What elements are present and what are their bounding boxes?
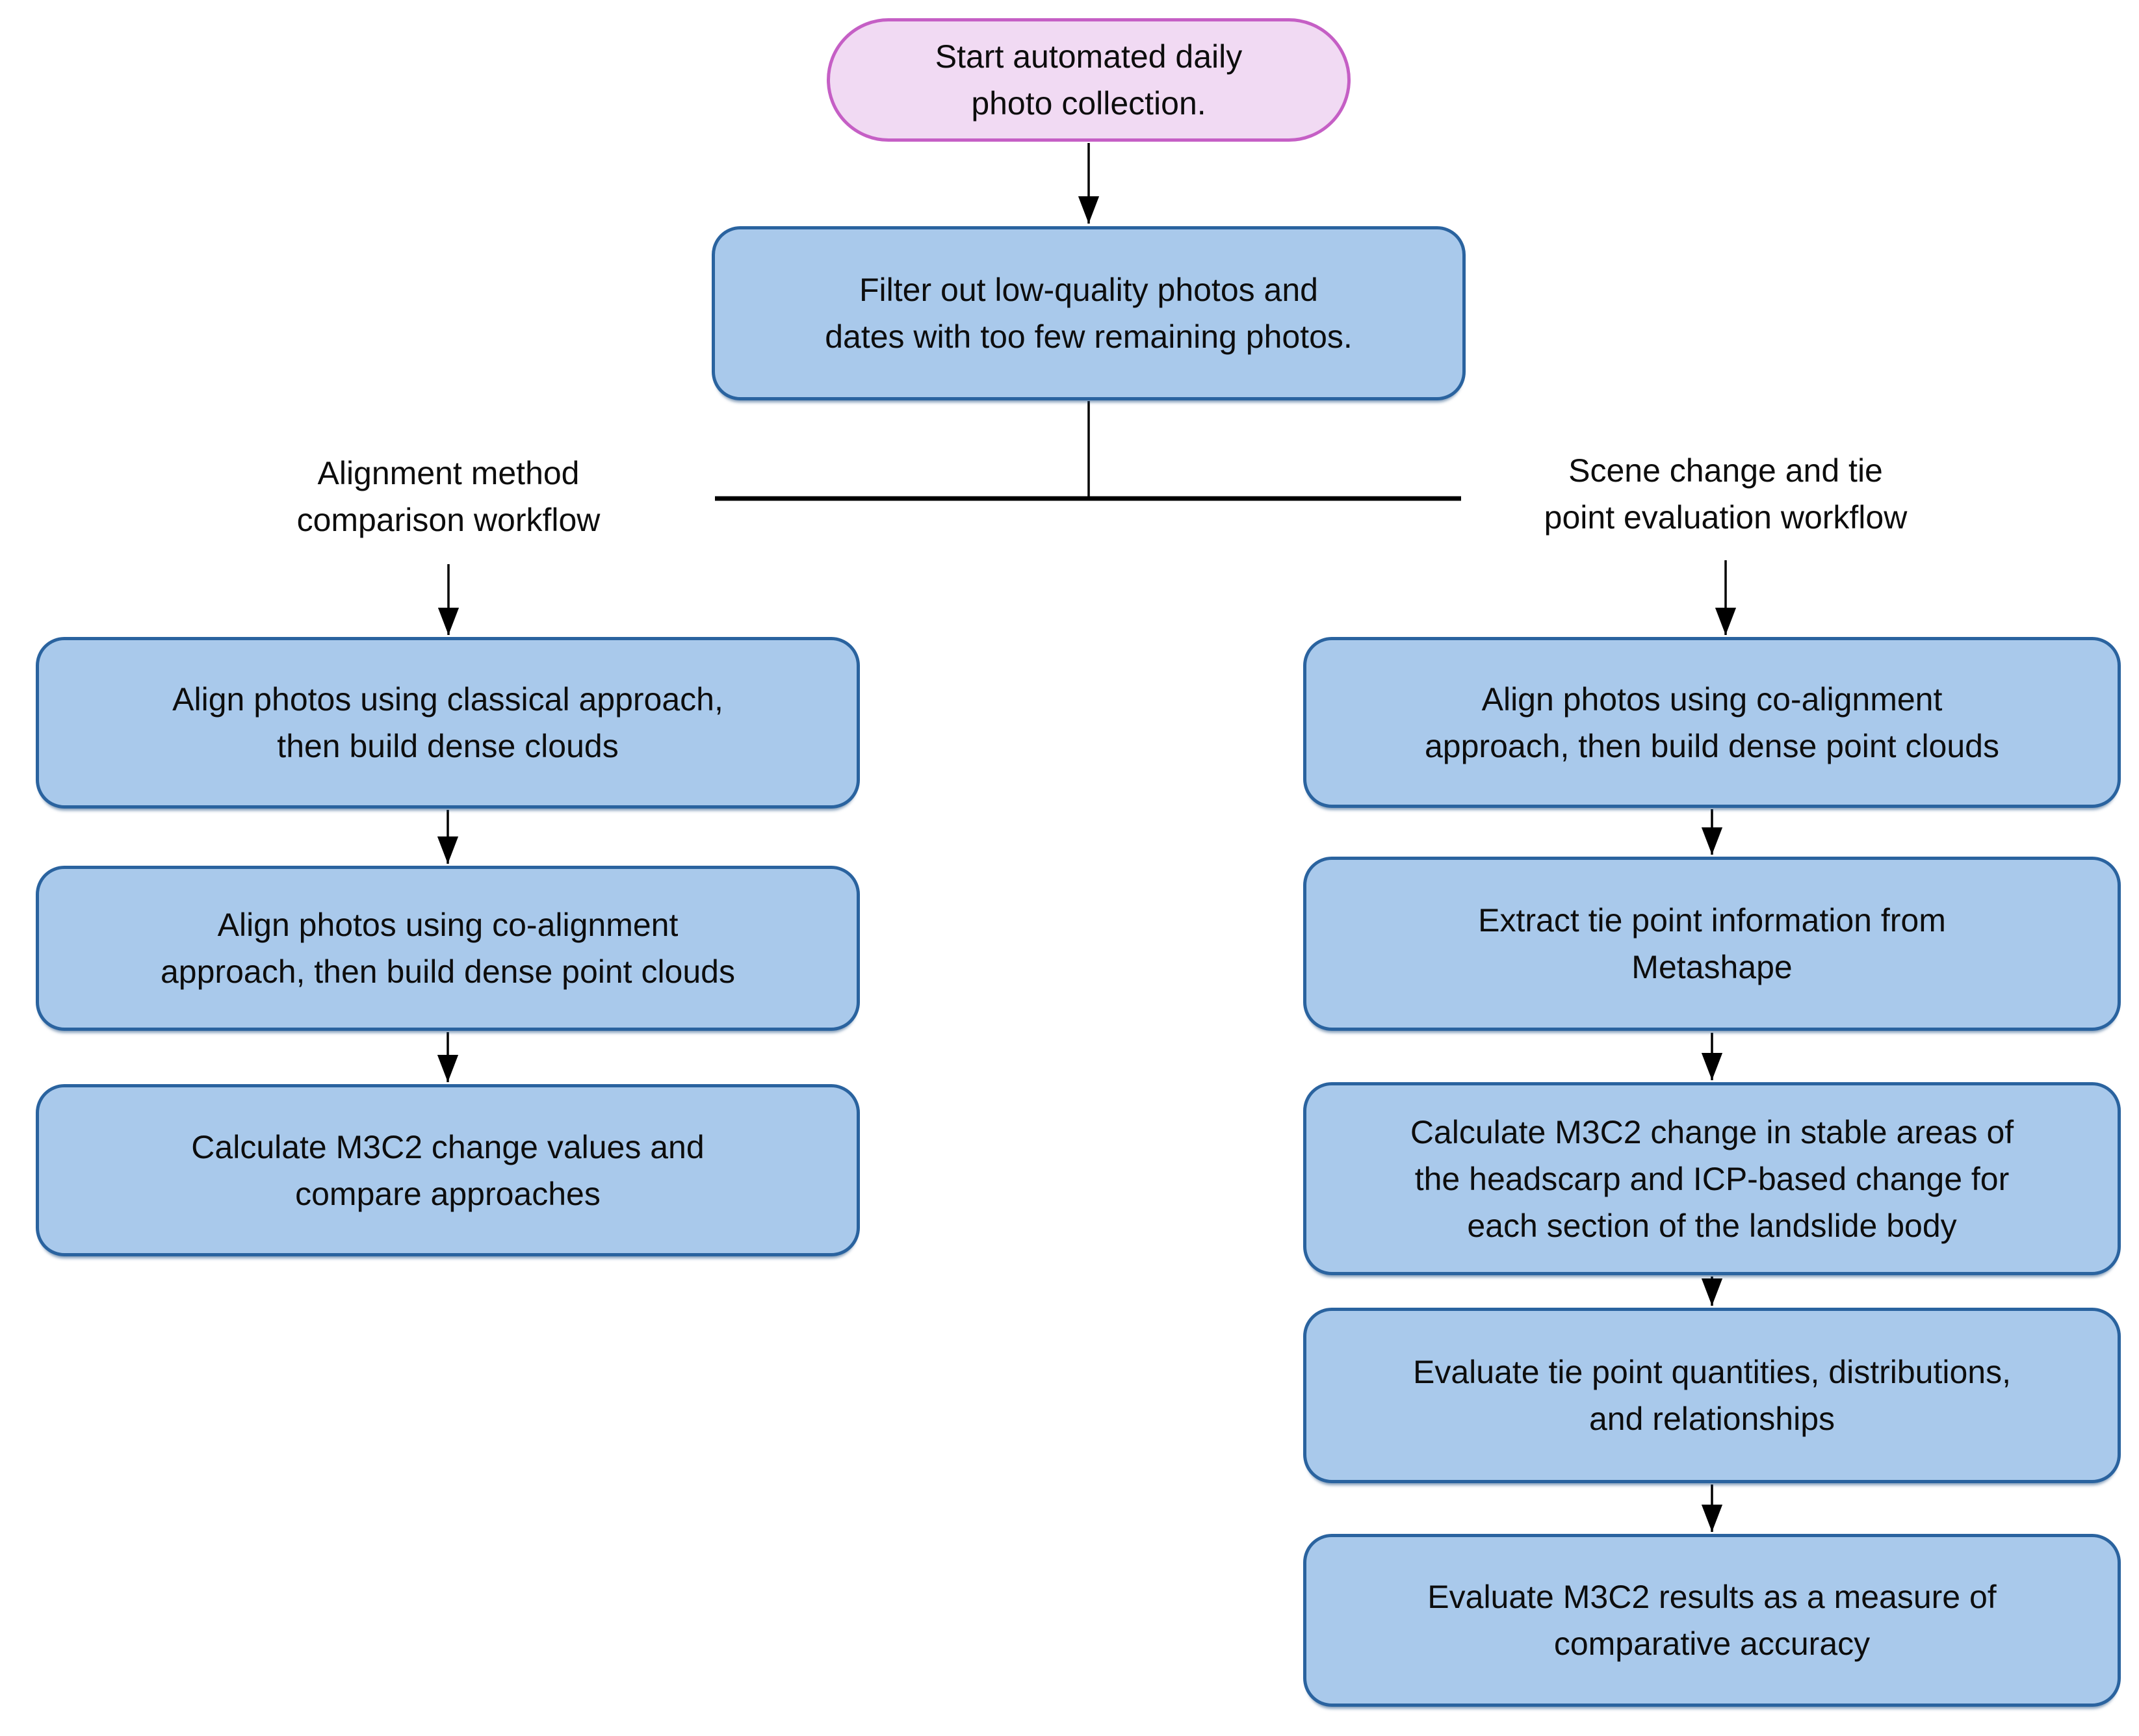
left-branch-label: Alignment method comparison workflow <box>296 455 601 538</box>
right-branch-label: Scene change and tie point evaluation wo… <box>1544 452 1908 536</box>
left-step-3-box: Calculate M3C2 change values and compare… <box>36 1084 860 1256</box>
left-step-2-box: Align photos using co-alignment approach… <box>36 866 860 1031</box>
start-terminator: Start automated daily photo collection. <box>827 18 1351 142</box>
filter-process-box: Filter out low-quality photos and dates … <box>712 226 1466 400</box>
left-step-1-box: Align photos using classical approach, t… <box>36 637 860 809</box>
right-step-3-box: Calculate M3C2 change in stable areas of… <box>1303 1082 2121 1275</box>
right-step-2-box: Extract tie point information from Metas… <box>1303 857 2121 1031</box>
right-step-1-box: Align photos using co-alignment approach… <box>1303 637 2121 808</box>
right-step-5-box: Evaluate M3C2 results as a measure of co… <box>1303 1534 2121 1707</box>
right-step-4-box: Evaluate tie point quantities, distribut… <box>1303 1308 2121 1483</box>
